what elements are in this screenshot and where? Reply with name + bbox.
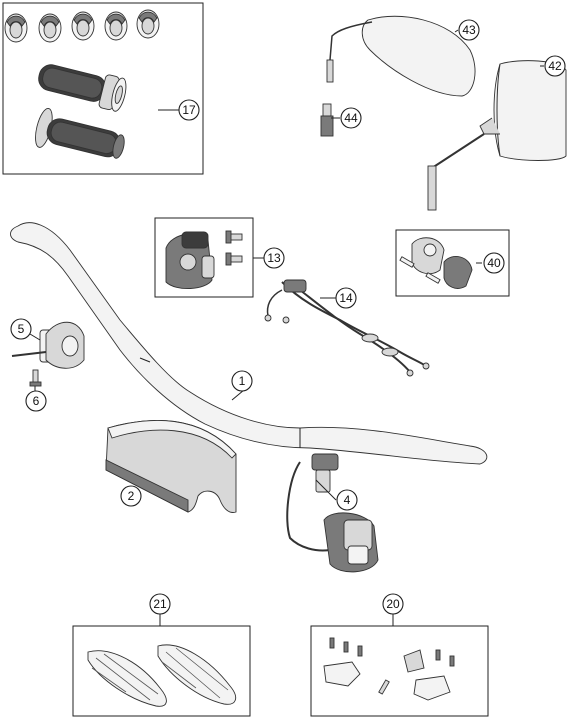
callout-20: 20 bbox=[382, 593, 404, 615]
callout-43: 43 bbox=[458, 19, 480, 41]
screw-icon bbox=[29, 369, 42, 387]
callout-label: 6 bbox=[33, 394, 40, 408]
handlebar-pad-icon bbox=[105, 419, 237, 513]
callout-label: 1 bbox=[239, 374, 246, 388]
callout-14: 14 bbox=[335, 287, 357, 309]
group-box-17 bbox=[2, 2, 204, 175]
callout-label: 17 bbox=[182, 103, 196, 117]
callout-42: 42 bbox=[544, 55, 566, 77]
callout-21: 21 bbox=[149, 593, 171, 615]
mounting-hardware-icon bbox=[323, 637, 455, 701]
callout-1: 1 bbox=[231, 370, 253, 392]
mirror-43-icon bbox=[320, 15, 476, 137]
handlebar-switch-icon bbox=[286, 453, 379, 573]
throttle-cable-icon bbox=[264, 279, 430, 377]
callout-2: 2 bbox=[120, 485, 142, 507]
bolt-icon bbox=[225, 230, 243, 266]
callout-label: 5 bbox=[18, 322, 25, 336]
lever-clamp-icon bbox=[399, 237, 473, 289]
callout-4: 4 bbox=[336, 489, 358, 511]
callout-17: 17 bbox=[178, 99, 200, 121]
handlebar-icon bbox=[10, 222, 488, 465]
callout-label: 40 bbox=[487, 256, 501, 270]
callout-label: 14 bbox=[339, 291, 353, 305]
group-box-40 bbox=[395, 229, 510, 297]
grip-right-icon bbox=[35, 107, 125, 159]
callout-40: 40 bbox=[483, 252, 505, 274]
callout-13: 13 bbox=[263, 247, 285, 269]
callout-label: 13 bbox=[267, 251, 281, 265]
grip-left-icon bbox=[38, 64, 127, 112]
throttle-tube-icon bbox=[4, 9, 160, 43]
callout-label: 2 bbox=[128, 489, 135, 503]
callout-44: 44 bbox=[340, 107, 362, 129]
group-box-20 bbox=[310, 625, 489, 717]
hand-guard-left-icon bbox=[87, 650, 167, 707]
callout-label: 20 bbox=[386, 597, 400, 611]
mirror-42-icon bbox=[427, 60, 567, 211]
callout-label: 4 bbox=[344, 493, 351, 507]
hand-guard-right-icon bbox=[157, 644, 237, 705]
handlebar-clamp-icon bbox=[11, 321, 85, 369]
callout-label: 43 bbox=[462, 23, 476, 37]
callout-5: 5 bbox=[10, 318, 32, 340]
callout-label: 21 bbox=[153, 597, 167, 611]
callout-6: 6 bbox=[25, 390, 47, 412]
group-box-21 bbox=[72, 625, 251, 717]
callout-label: 42 bbox=[548, 59, 562, 73]
callout-label: 44 bbox=[344, 111, 358, 125]
kill-switch-icon bbox=[165, 231, 215, 289]
